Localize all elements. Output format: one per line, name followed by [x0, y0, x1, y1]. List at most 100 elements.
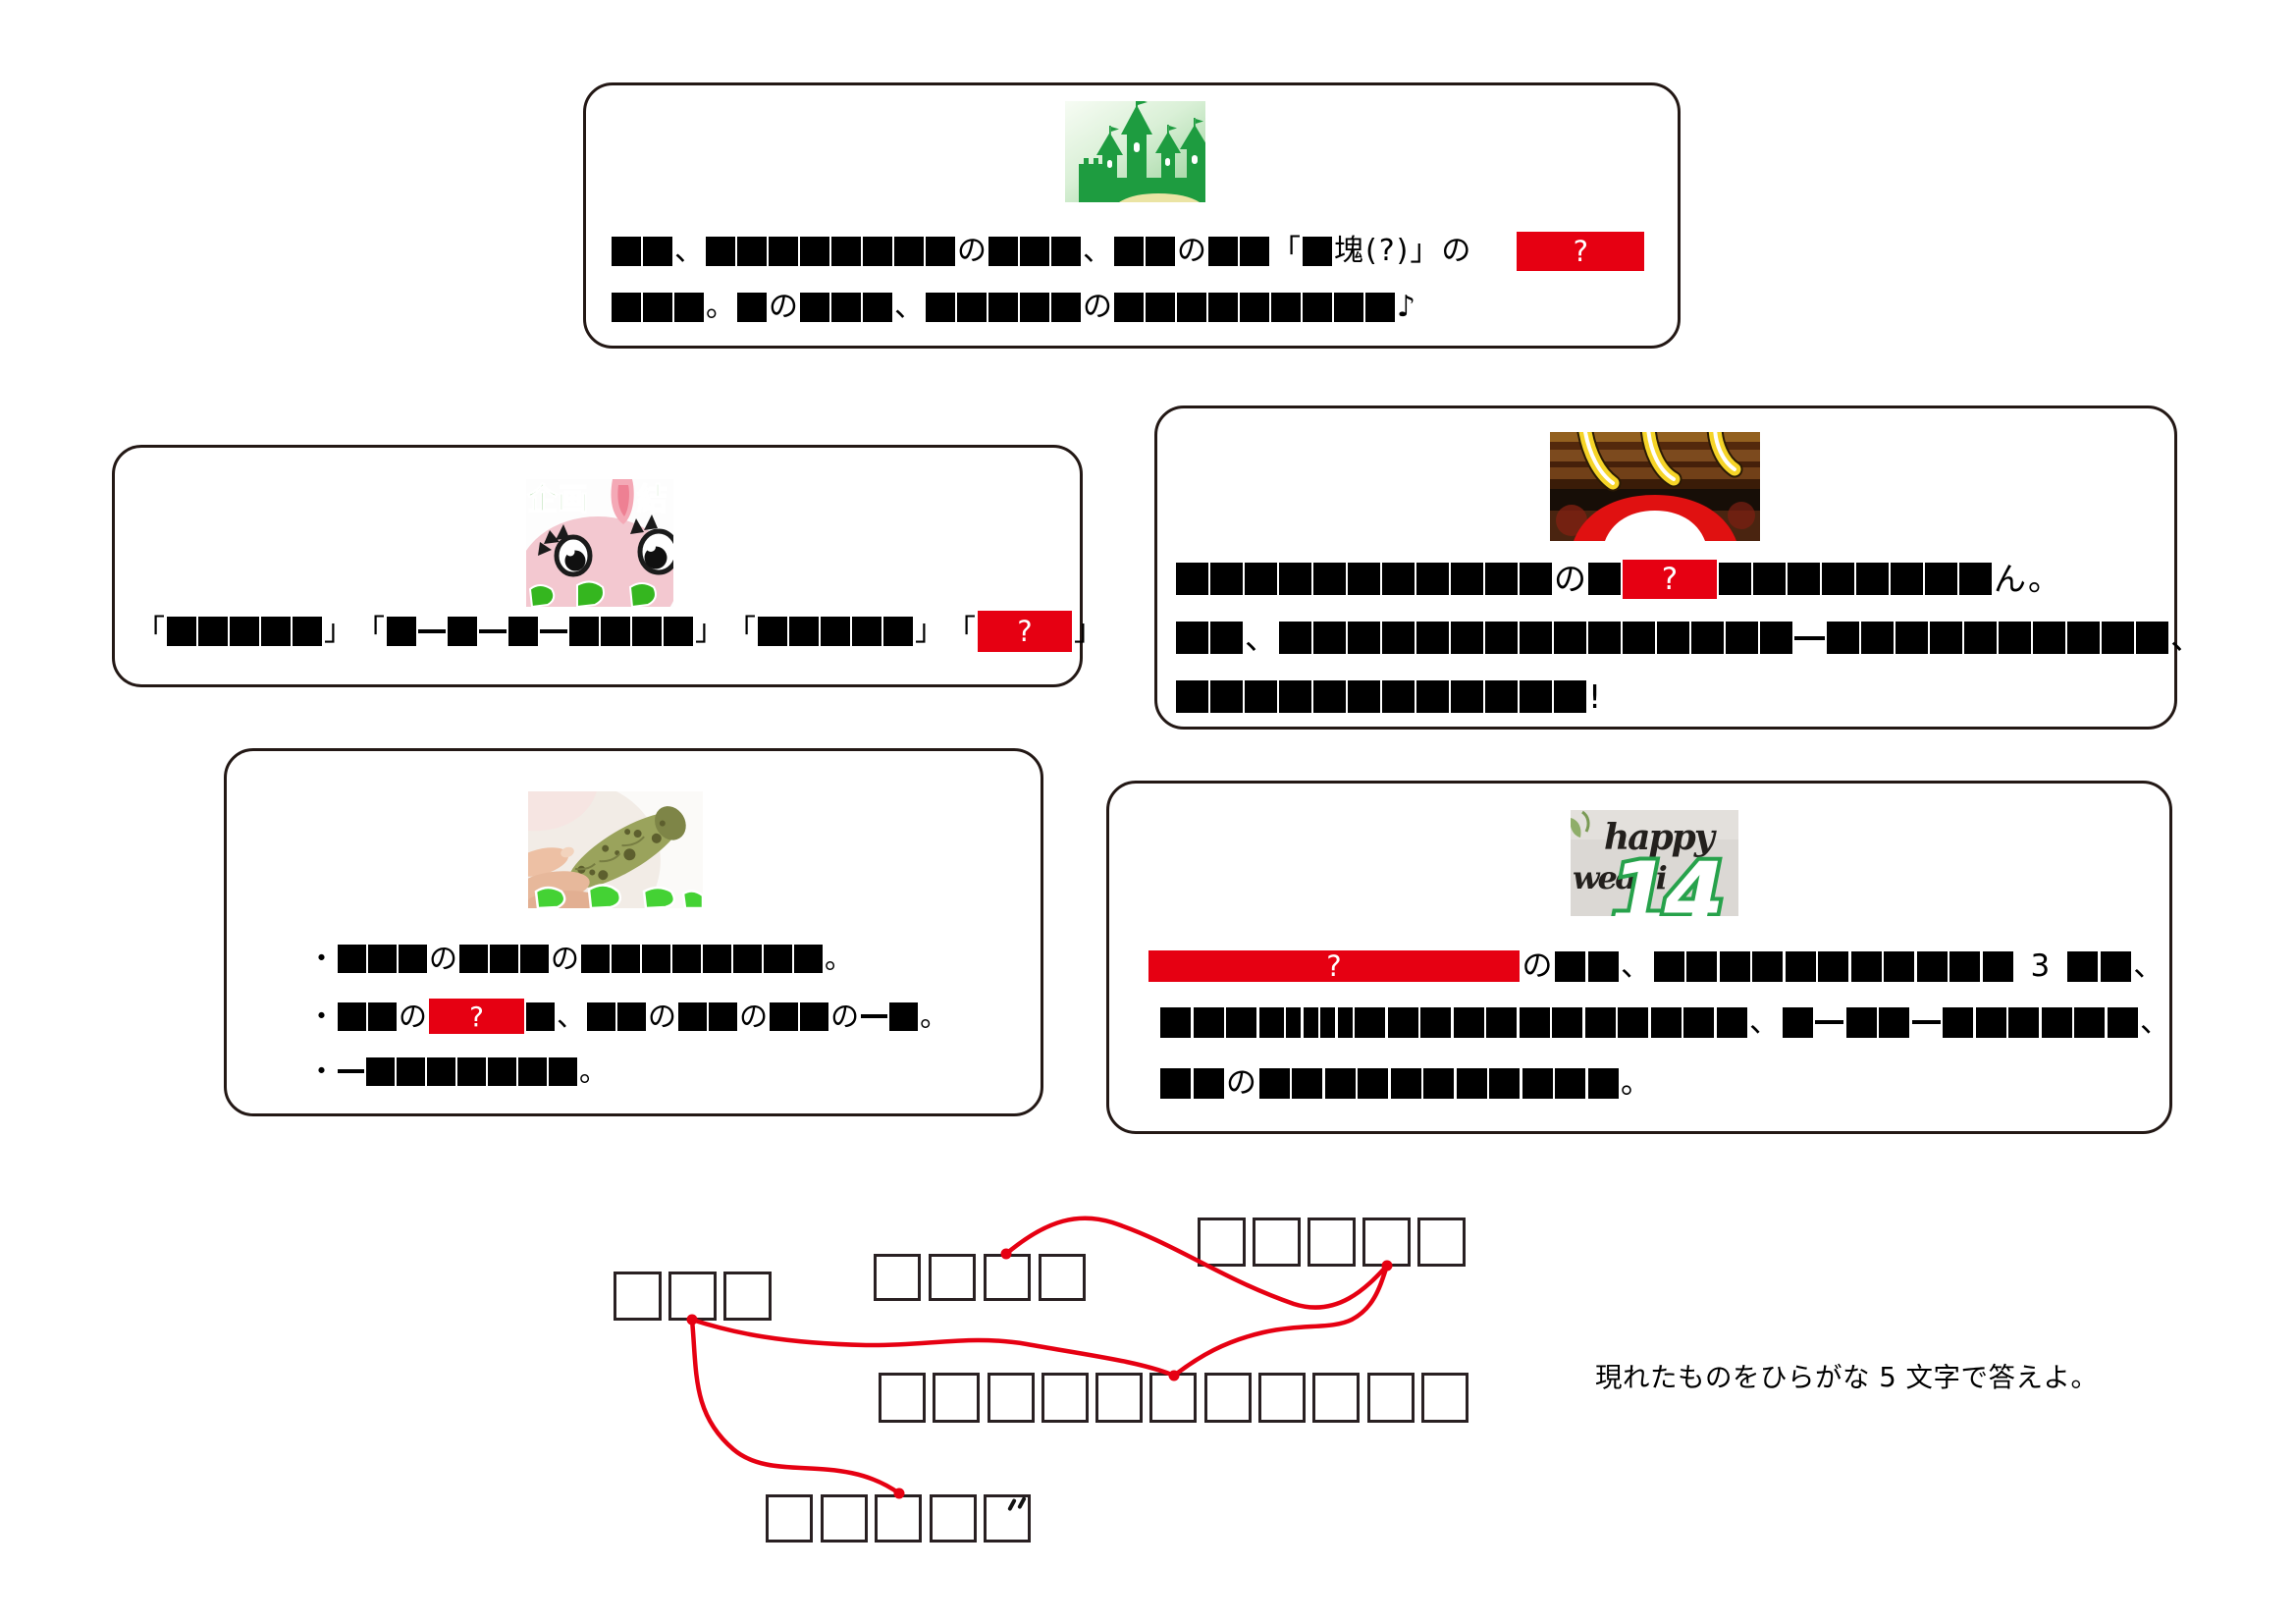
visible-char: の	[429, 941, 458, 975]
red-connector-c-to-e	[689, 1317, 902, 1496]
redaction-block	[1520, 622, 1552, 654]
redaction-block	[706, 237, 735, 266]
redaction-block	[1348, 680, 1380, 713]
redaction-block	[488, 1056, 517, 1086]
redaction-block	[1716, 1006, 1747, 1038]
redaction-block	[794, 944, 824, 973]
redaction-block	[1416, 680, 1449, 713]
redaction-block	[1020, 237, 1049, 266]
redaction-block	[1845, 1006, 1877, 1038]
dash-mark	[1794, 635, 1825, 640]
redaction-block	[1160, 1006, 1191, 1038]
redaction-block	[1522, 1067, 1553, 1099]
answer-cell	[766, 1494, 813, 1543]
redaction-block	[1208, 237, 1238, 266]
cake-image: happy weddi 14	[1571, 810, 1738, 916]
redaction-block	[1587, 1067, 1619, 1099]
dash-mark	[479, 629, 507, 633]
redaction-block	[1423, 1067, 1454, 1099]
redaction-block	[642, 944, 671, 973]
redacted-text-line: ?の、3、	[1148, 946, 2166, 987]
redaction-block-narrow	[1303, 1006, 1318, 1038]
redaction-block	[852, 617, 881, 646]
answer-cell	[1258, 1373, 1307, 1423]
answer-cell	[987, 1373, 1035, 1423]
redaction-block	[1348, 622, 1380, 654]
visible-char: 塊	[1334, 234, 1363, 268]
visible-char: 、	[1749, 1003, 1780, 1040]
visible-char: 「	[1271, 234, 1301, 268]
redaction-block	[1210, 680, 1243, 713]
redaction-block	[1653, 950, 1684, 982]
redaction-block	[293, 617, 322, 646]
redaction-block	[1879, 1006, 1909, 1038]
redaction-block	[709, 1001, 738, 1031]
visible-char: 。	[2028, 560, 2060, 598]
redaction-block	[988, 237, 1018, 266]
redaction-block	[957, 293, 987, 322]
redaction-block	[427, 1056, 456, 1086]
redaction-block	[800, 237, 829, 266]
answer-cell	[1312, 1373, 1361, 1423]
redaction-block	[167, 617, 196, 646]
redaction-block	[1726, 622, 1758, 654]
redaction-block	[387, 617, 416, 646]
clue-card-mascot: 企画 結	[112, 445, 1103, 687]
spacer	[1502, 251, 1515, 252]
redaction-block	[261, 617, 291, 646]
redaction-block	[1176, 680, 1208, 713]
redaction-block	[1982, 950, 2013, 982]
cake-text-14: 14	[1610, 843, 1719, 916]
redaction-block	[1785, 950, 1816, 982]
answer-cell	[723, 1272, 772, 1321]
visible-char: ・	[307, 1054, 337, 1088]
redaction-block	[643, 237, 672, 266]
cake-text-happy: happy	[1604, 817, 1717, 858]
redaction-block	[587, 1001, 616, 1031]
clue-card-cake: happy weddi 14 ?の、3、 、、 の。	[1106, 781, 2172, 1134]
redaction-block	[926, 293, 955, 322]
answer-cell	[1362, 1218, 1411, 1267]
redacted-text-line: 「」「」「」「?」	[135, 611, 1105, 652]
redaction-block	[1752, 950, 1783, 982]
redaction-block	[1760, 622, 1792, 654]
mascot-image: 企画 結	[526, 479, 673, 607]
redaction-block	[1555, 950, 1585, 982]
redaction-block	[2100, 950, 2131, 982]
dash-mark	[418, 629, 446, 633]
visible-char: の	[1441, 234, 1471, 268]
redaction-block	[1999, 622, 2031, 654]
spacer	[2053, 966, 2065, 967]
redaction-block	[1176, 563, 1208, 595]
visible-char: )	[1396, 234, 1409, 268]
redaction-block	[1210, 563, 1243, 595]
answer-cell	[874, 1254, 921, 1301]
redaction-block	[1588, 563, 1621, 595]
redaction-block	[1020, 293, 1049, 322]
redaction-block	[1451, 563, 1483, 595]
redaction-block	[2136, 622, 2168, 654]
redaction-block	[1292, 1067, 1322, 1099]
redaction-block	[1861, 622, 1894, 654]
spacer	[2015, 966, 2028, 967]
visible-char: 。	[825, 941, 854, 975]
redaction-block	[2067, 950, 2099, 982]
redaction-block	[1584, 1006, 1616, 1038]
red-connector-d-to-b	[1171, 1263, 1390, 1379]
redaction-block	[800, 1001, 829, 1031]
castle-image	[1065, 101, 1205, 202]
answer-cell	[933, 1373, 981, 1423]
redaction-block	[1916, 950, 1948, 982]
redaction-block	[1850, 950, 1882, 982]
redaction-block	[1555, 1067, 1585, 1099]
visible-char: の	[399, 999, 428, 1033]
redaction-block	[338, 1001, 367, 1031]
redaction-block	[1719, 563, 1751, 595]
redaction-block	[1355, 1006, 1385, 1038]
hidden-answer-red-box: ?	[429, 999, 525, 1034]
answer-cell	[820, 1494, 868, 1543]
visible-char: 。	[706, 290, 735, 324]
visible-char: 3	[2030, 947, 2051, 984]
redaction-block	[764, 944, 793, 973]
redacted-text-line: ・。	[307, 1051, 610, 1092]
